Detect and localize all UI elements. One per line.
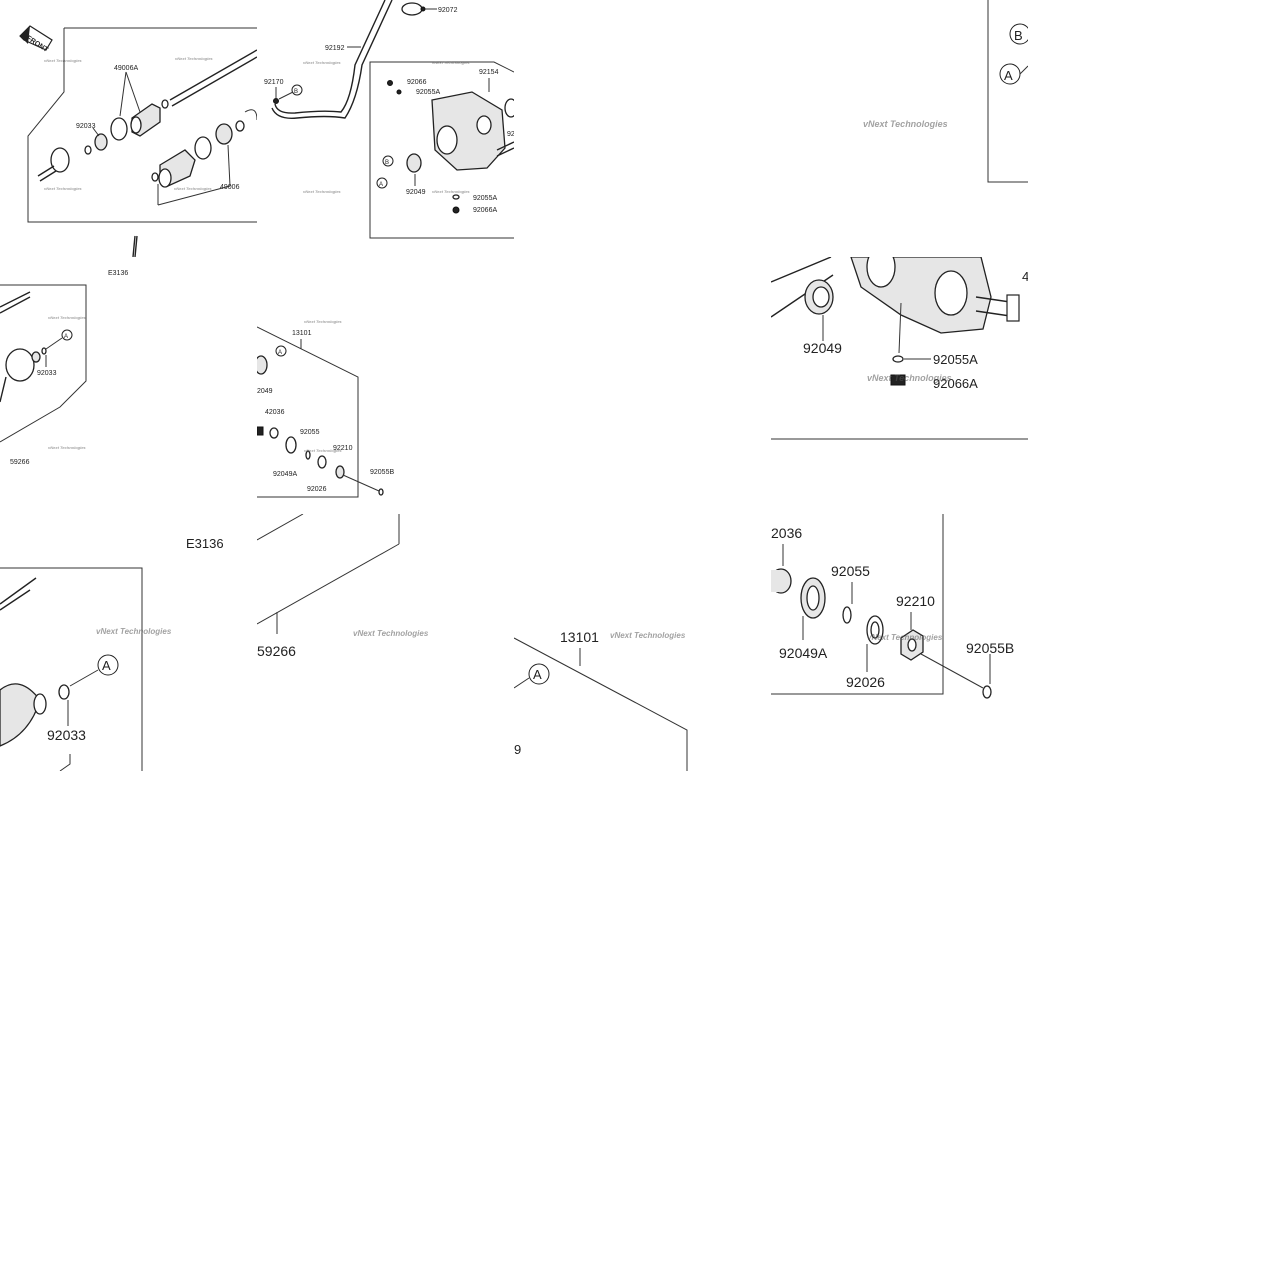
front-arrow-icon [19, 25, 53, 51]
label-cut: 4 [1022, 269, 1028, 284]
label-92210: 92210 [333, 445, 353, 452]
watermark: vNext Technologies [175, 56, 213, 61]
label-92033: 92033 [47, 727, 86, 743]
label-92055A: 92055A [416, 89, 440, 96]
watermark: vNext Technologies [96, 627, 172, 636]
ring-92033 [84, 145, 92, 155]
label-92033: 92033 [76, 123, 96, 130]
watermark: vNext Technologies [432, 189, 470, 194]
zoom-differential-tile: 92049 92055A 92066A 4 vNext Technologies [771, 257, 1028, 514]
label-92033: 92033 [37, 370, 57, 377]
label-92066A: 92066A [933, 376, 978, 391]
callout-B: B [1014, 28, 1023, 43]
label-92055: 92055 [300, 429, 320, 436]
cv-joint [0, 683, 41, 747]
zoom-seal-kit-tile: 2036 92049A 92055 92026 92210 92055B vNe… [771, 514, 1028, 771]
watermark: vNext Technologies [867, 373, 952, 383]
seal-92049 [406, 153, 422, 173]
label-59266: 59266 [257, 643, 296, 659]
watermark: vNext Technologies [48, 315, 86, 320]
watermark: vNext Technologies [174, 186, 212, 191]
differential-tile: 92072 92192 92170 B 92049 B A 92066 9205… [257, 0, 514, 257]
label-49006A: 49006A [114, 65, 138, 72]
label-13101: 13101 [292, 330, 312, 337]
label-49006: 49006 [220, 184, 240, 191]
label-cut: 9 [514, 742, 521, 757]
label-42036: 42036 [265, 409, 285, 416]
zoom-axle-tile: E3136 A 92033 vNext Technologies [0, 514, 257, 771]
seal-kit-tile: 13101 A 2049 42036 92049A 92055 92026 92… [257, 257, 514, 514]
watermark: vNext Technologies [353, 629, 429, 638]
label-92049-cut: 2049 [257, 388, 273, 395]
watermark: vNext Technologies [610, 631, 686, 640]
watermark: vNext Technologies [48, 445, 86, 450]
watermark: vNext Technologies [432, 60, 470, 65]
clamp-92072 [401, 2, 423, 16]
zoom-frame-tile: 59266 vNext Technologies [257, 514, 514, 771]
watermark: vNext Technologies [303, 60, 341, 65]
watermark: vNext Technologies [867, 633, 943, 642]
axle-detail-tile: E3136 A 92033 59266 vNext Technologies v… [0, 257, 257, 514]
label-13101: 13101 [560, 629, 599, 645]
label-92026: 92026 [846, 674, 885, 690]
label-92049: 92049 [803, 340, 842, 356]
label-92055: 92055 [831, 563, 870, 579]
label-92154: 92154 [479, 69, 499, 76]
label-59266: 59266 [10, 459, 30, 466]
callout-A: A [102, 658, 111, 673]
label-92192: 92192 [325, 45, 345, 52]
section-code: E3136 [108, 270, 128, 277]
label-42036-cut: 2036 [771, 525, 802, 541]
zoom-top-right-tile: B A vNext Technologies [771, 0, 1028, 257]
boot-49006 [158, 149, 196, 188]
watermark: vNext Technologies [303, 189, 341, 194]
bearing [94, 133, 108, 151]
callout-A: A [533, 667, 542, 682]
label-92055B: 92055B [966, 640, 1014, 656]
label-92049A: 92049A [273, 471, 297, 478]
label-92055A: 92055A [473, 195, 497, 202]
label-92-cut: 92 [507, 131, 514, 138]
watermark: vNext Technologies [44, 58, 82, 63]
cv-joint-outer [37, 147, 70, 182]
callout-A: A [278, 350, 282, 356]
callout-A: A [1004, 68, 1013, 83]
label-92055A: 92055A [933, 352, 978, 367]
callout-A: A [379, 182, 383, 188]
band-49006A [110, 117, 128, 141]
label-92170: 92170 [264, 79, 284, 86]
label-92055B: 92055B [370, 469, 394, 476]
callout-A: A [64, 334, 68, 340]
label-92066A: 92066A [473, 207, 497, 214]
inner-joint [215, 123, 233, 145]
label-92066: 92066 [407, 79, 427, 86]
overview-tile: FRONT 49006A 92033 49006 vNext Technolog… [0, 0, 257, 257]
zoom-cover-tile: 13101 A 9 vNext Technologies [514, 514, 771, 771]
label-92072: 92072 [438, 7, 458, 14]
label-92026: 92026 [307, 486, 327, 493]
watermark: vNext Technologies [304, 448, 342, 453]
section-code: E3136 [186, 536, 224, 551]
watermark: vNext Technologies [44, 186, 82, 191]
label-92210: 92210 [896, 593, 935, 609]
differential-housing [431, 91, 514, 171]
label-92049: 92049 [406, 189, 426, 196]
boot-49006A [130, 103, 161, 137]
watermark: vNext Technologies [863, 119, 948, 129]
callout-B: B [294, 89, 298, 95]
label-92049A: 92049A [779, 645, 828, 661]
watermark: vNext Technologies [304, 319, 342, 324]
callout-B: B [385, 160, 389, 166]
